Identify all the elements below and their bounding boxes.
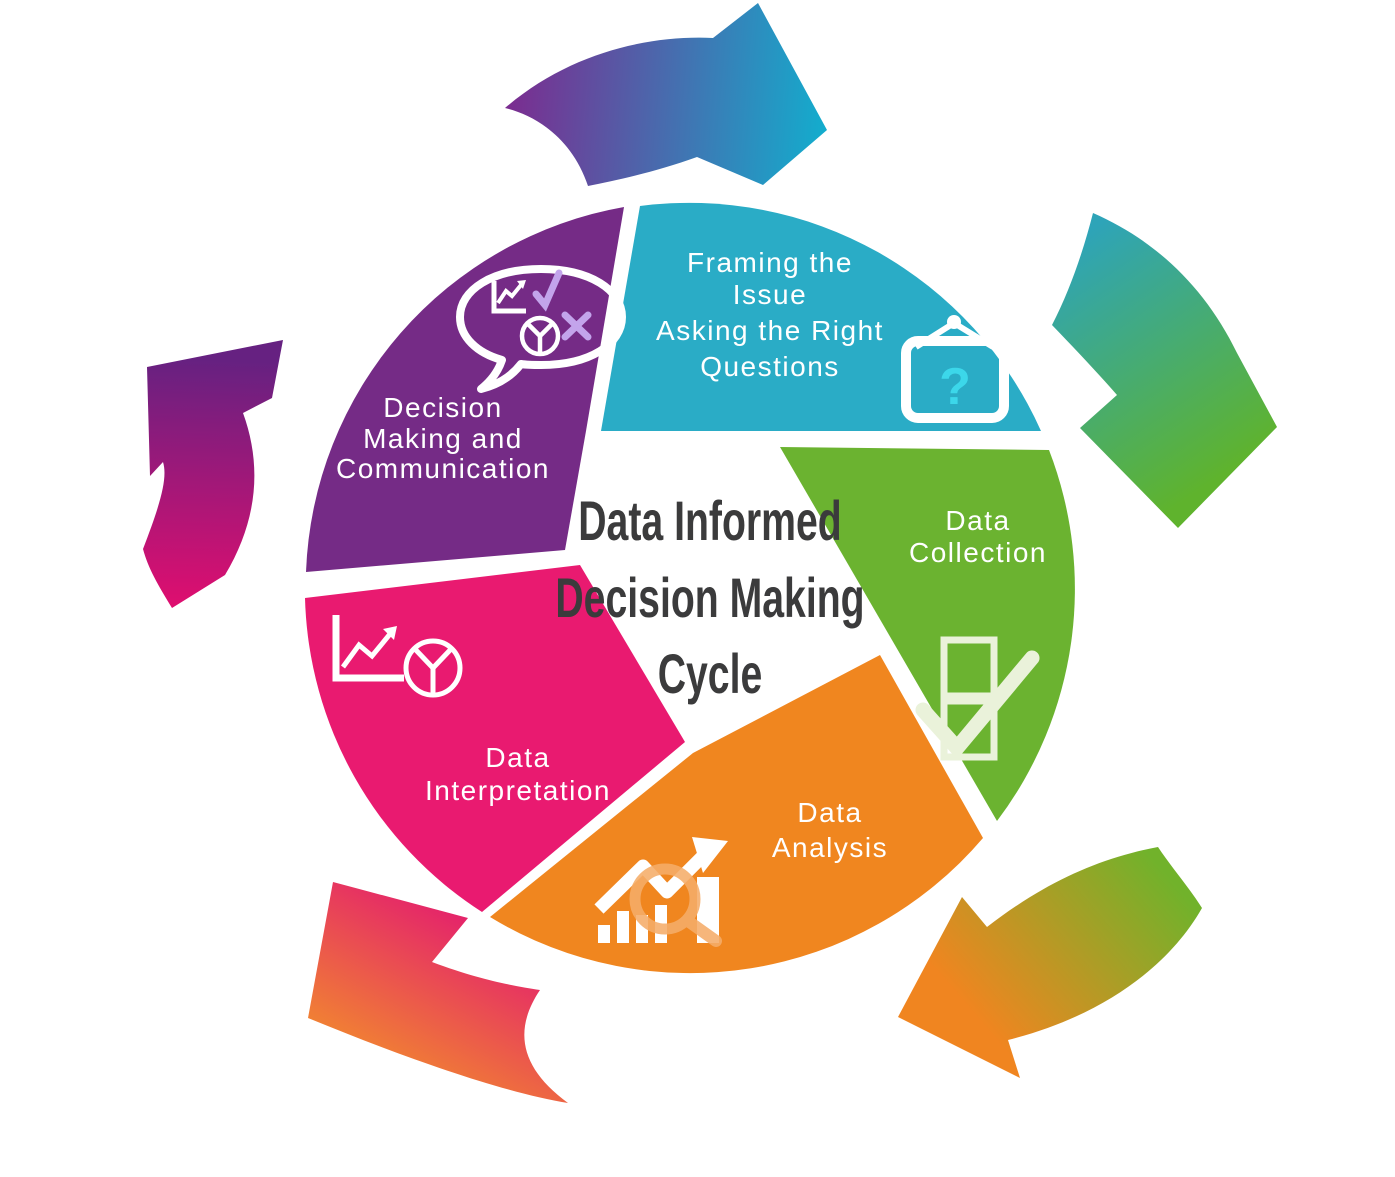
segment-label-line: Asking the Right bbox=[656, 315, 884, 346]
segment-label-line: Making and bbox=[363, 423, 523, 454]
segment-label-line: Framing the bbox=[687, 247, 853, 278]
segment-label-line: Issue bbox=[733, 279, 807, 310]
question-frame-icon: ? bbox=[901, 315, 1009, 423]
segment-label-line: Decision bbox=[383, 392, 502, 423]
x-mark bbox=[561, 311, 592, 341]
cycle-title-line: Decision Making bbox=[555, 567, 864, 630]
segment-collection-wedge bbox=[780, 447, 1075, 821]
segment-label-line: Data bbox=[945, 505, 1010, 536]
segment-label-line: Communication bbox=[336, 453, 550, 484]
segment-collection-label: Data Collection bbox=[909, 505, 1047, 568]
check-mark bbox=[532, 269, 563, 312]
speech-bubble-charts-icon bbox=[456, 265, 626, 393]
line-pie-chart-icon bbox=[332, 615, 463, 698]
segment-decision-label: Decision Making and Communication bbox=[336, 392, 550, 484]
question-mark-glyph: ? bbox=[939, 358, 971, 416]
segment-interpretation-label: Data Interpretation bbox=[425, 742, 611, 806]
cycle-title: Data Informed Decision Making Cycle bbox=[555, 490, 864, 706]
segment-framing-label: Framing the Issue Asking the Right Quest… bbox=[656, 247, 884, 382]
segment-decision-wedge bbox=[306, 207, 624, 572]
checklist-icon bbox=[915, 636, 1040, 761]
segment-interpretation-wedge bbox=[305, 565, 685, 912]
segment-label-line: Questions bbox=[700, 351, 840, 382]
segment-framing-wedge bbox=[601, 202, 1041, 431]
arrow-analysis-to-interpretation bbox=[308, 882, 568, 1103]
cycle-title-line: Cycle bbox=[658, 643, 763, 706]
segment-label-line: Data bbox=[485, 742, 550, 773]
segment-label-line: Data bbox=[797, 797, 862, 828]
speech-bubble-outline bbox=[456, 265, 626, 393]
cycle-title-line: Data Informed bbox=[578, 490, 842, 553]
segment-label-line: Analysis bbox=[772, 832, 888, 863]
segment-label-line: Collection bbox=[909, 537, 1047, 568]
segment-analysis-label: Data Analysis bbox=[772, 797, 888, 863]
segment-label-line: Interpretation bbox=[425, 775, 611, 806]
bar-chart-magnifier-icon bbox=[594, 837, 728, 947]
arrow-framing-to-collection bbox=[1052, 213, 1277, 528]
arrow-collection-to-analysis bbox=[898, 847, 1202, 1078]
arrow-decision-to-framing bbox=[505, 3, 827, 186]
arrow-interpretation-to-decision bbox=[143, 340, 283, 608]
